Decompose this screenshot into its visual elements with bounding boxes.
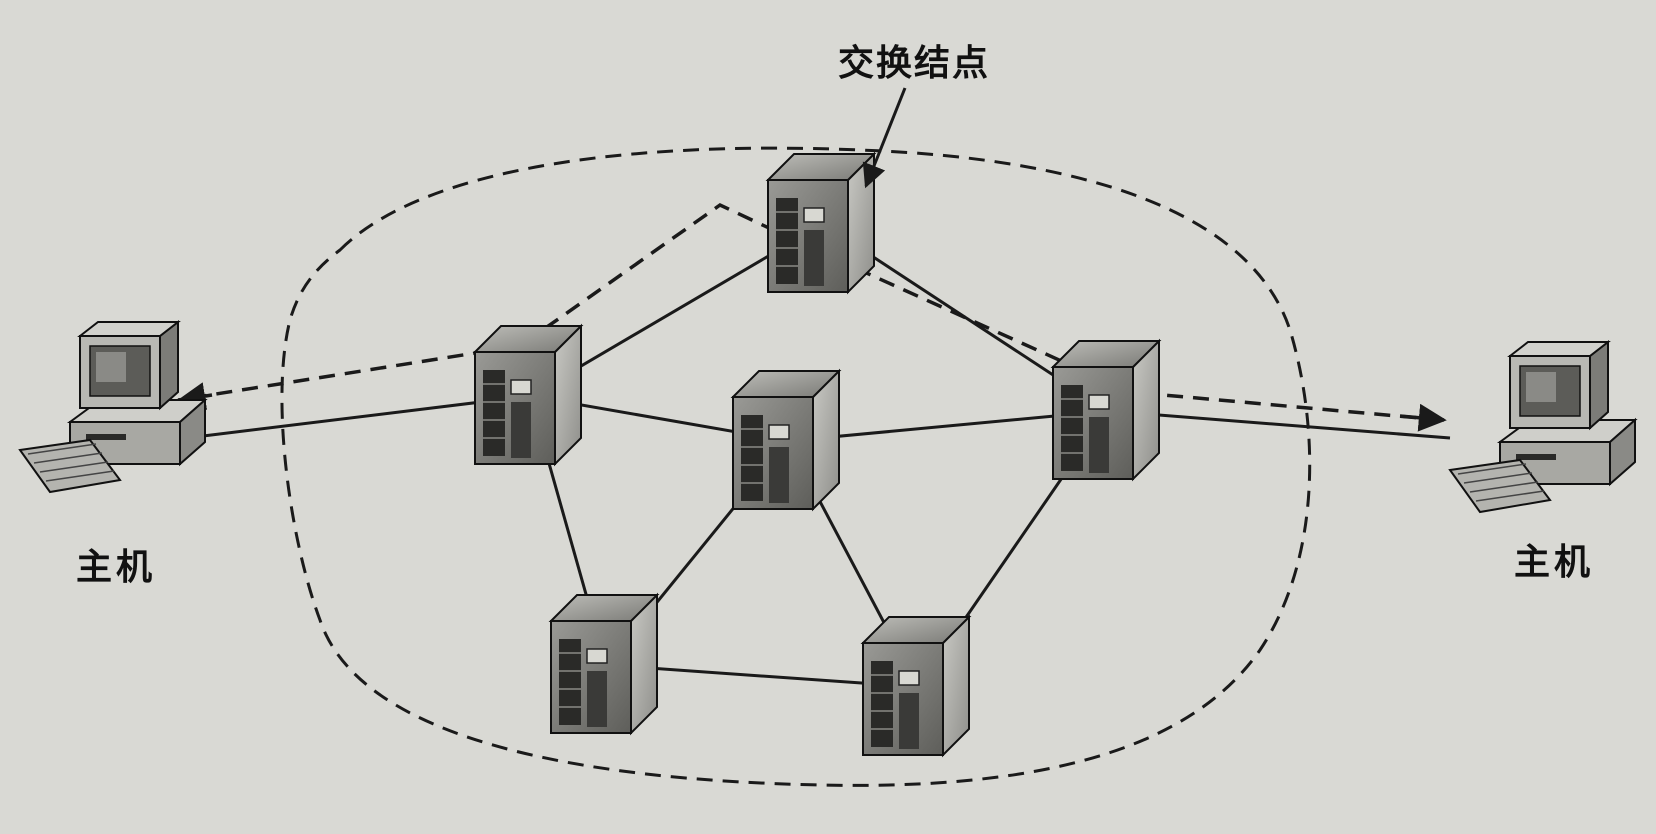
host-right-label: 主机 [1514, 542, 1595, 583]
switching-node-n-bottom-right [860, 614, 972, 758]
node-group [472, 151, 1162, 758]
host-left-label: 主机 [76, 547, 157, 588]
switching-node-n-top [765, 151, 877, 295]
path-arrow-right [1399, 403, 1447, 432]
switching-node-n-left [472, 323, 584, 467]
link-n-right-host-right [1107, 409, 1451, 440]
switching-node-n-right [1050, 338, 1162, 482]
callout-arrow [862, 87, 907, 189]
switching-node-n-center [730, 368, 842, 512]
host-computer-left [18, 319, 208, 494]
switching-node-n-bottom-left [548, 592, 660, 736]
switching-node-label: 交换结点 [838, 43, 991, 84]
subnet-boundary [280, 146, 1312, 787]
host-computer-right [1448, 339, 1638, 514]
host-group [18, 319, 1638, 514]
